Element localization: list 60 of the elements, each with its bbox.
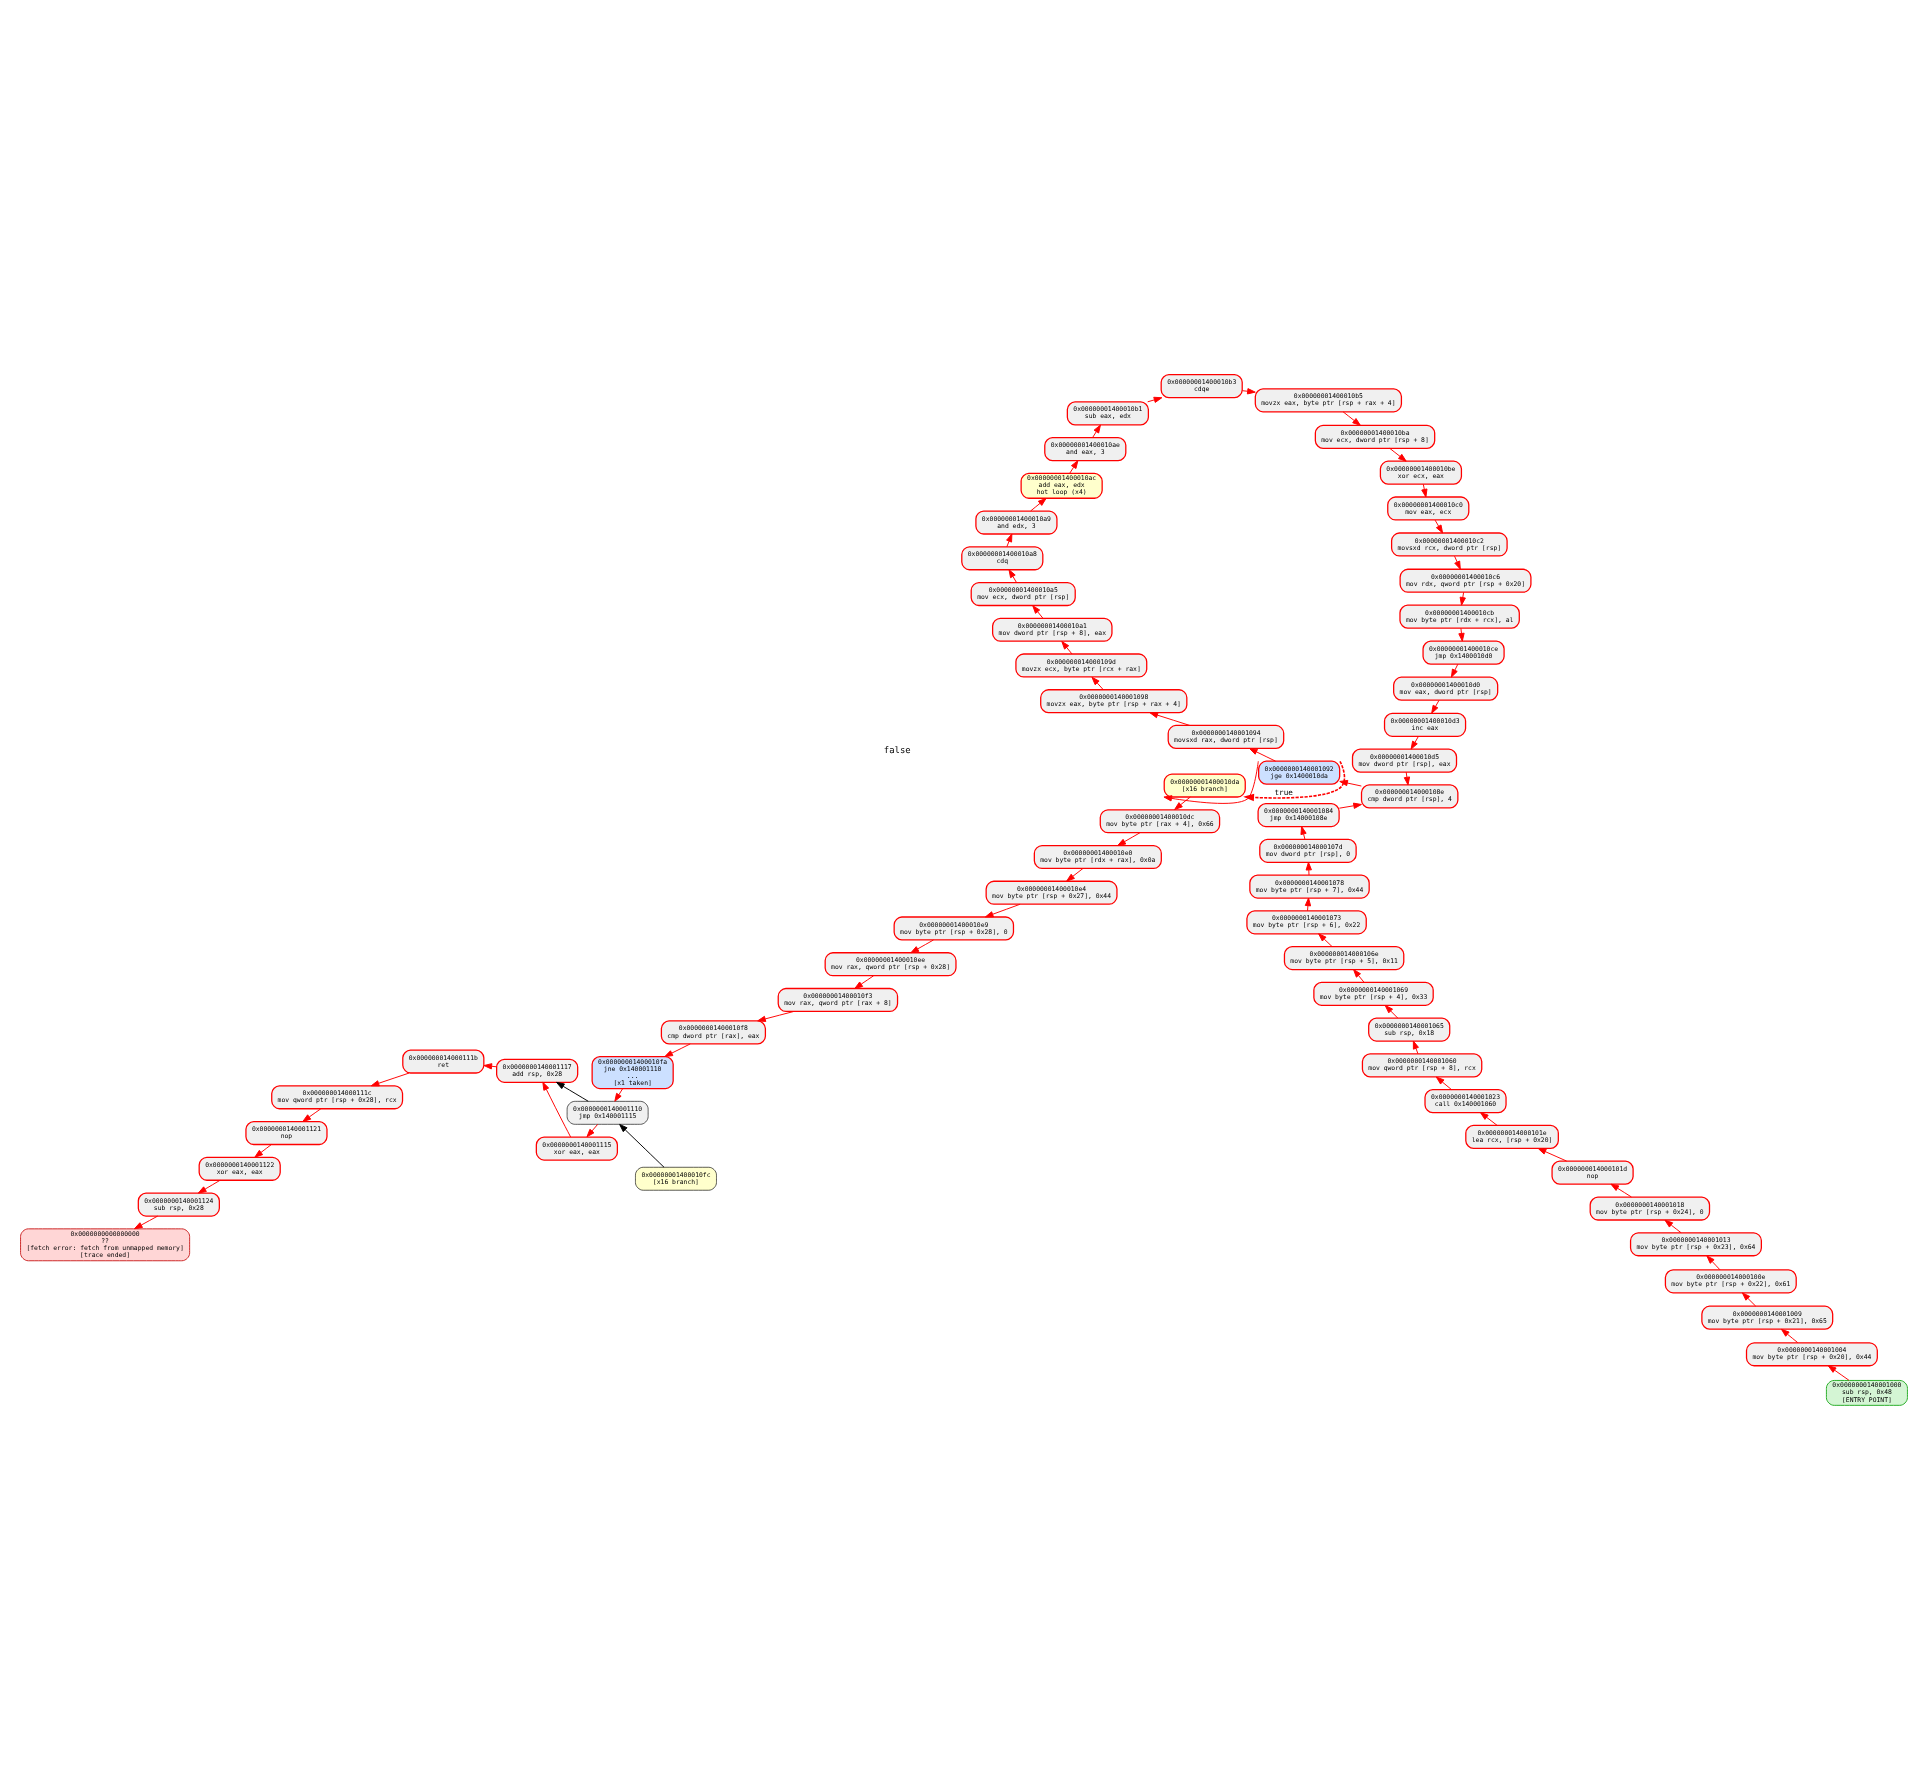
arrow bbox=[1411, 1039, 1418, 1054]
arrow bbox=[1146, 395, 1162, 402]
arrow bbox=[1317, 932, 1332, 946]
arrow bbox=[1433, 518, 1443, 533]
arrow bbox=[1826, 1364, 1849, 1380]
arrow bbox=[853, 974, 874, 988]
arrow bbox=[1420, 482, 1427, 497]
arrow bbox=[1383, 1004, 1398, 1018]
arrow bbox=[1352, 968, 1364, 982]
arrow bbox=[1453, 554, 1460, 569]
arrow bbox=[1740, 1291, 1756, 1306]
arrow bbox=[482, 1062, 497, 1069]
arrow bbox=[1060, 640, 1072, 654]
arrow bbox=[585, 1122, 598, 1137]
arrow bbox=[1609, 1182, 1631, 1197]
arrow bbox=[1409, 734, 1418, 749]
arrow bbox=[1007, 568, 1016, 582]
arrow bbox=[756, 1010, 794, 1021]
arrow bbox=[1240, 387, 1255, 394]
arrow bbox=[1663, 1218, 1681, 1233]
arrow bbox=[1434, 1075, 1451, 1090]
arrow bbox=[1116, 831, 1140, 845]
arrow bbox=[1173, 795, 1190, 809]
arrow bbox=[1065, 867, 1083, 881]
arrow bbox=[1029, 497, 1046, 511]
arrow bbox=[1299, 825, 1306, 839]
arrow bbox=[301, 1107, 321, 1121]
arrow bbox=[1449, 662, 1458, 677]
arrow bbox=[1091, 423, 1100, 438]
arrow bbox=[541, 1080, 571, 1137]
arrow bbox=[1303, 896, 1311, 911]
arrow bbox=[613, 1087, 623, 1101]
arrow bbox=[369, 1071, 409, 1086]
arrow bbox=[1005, 532, 1012, 547]
arrow bbox=[1304, 860, 1311, 875]
arrow bbox=[1402, 770, 1410, 785]
arrow bbox=[663, 1042, 690, 1057]
arrow bbox=[1430, 698, 1439, 713]
arrow bbox=[1780, 1327, 1798, 1343]
arrow bbox=[253, 1143, 271, 1157]
arrow bbox=[983, 902, 1020, 917]
arrow bbox=[555, 1080, 588, 1101]
arrow bbox=[1388, 446, 1406, 461]
arrow bbox=[1536, 1147, 1567, 1161]
arrow bbox=[1068, 459, 1078, 473]
arrow bbox=[909, 938, 933, 953]
arrow bbox=[133, 1214, 158, 1229]
arrow bbox=[618, 1122, 664, 1167]
arrow bbox=[1479, 1111, 1497, 1125]
arrow bbox=[1338, 778, 1361, 786]
arrow bbox=[1248, 746, 1276, 761]
arrow bbox=[1705, 1254, 1720, 1270]
arrow bbox=[196, 1178, 220, 1193]
arrow bbox=[1458, 590, 1465, 605]
arrow bbox=[1337, 801, 1361, 808]
arrow bbox=[1031, 604, 1043, 618]
arrow bbox=[1457, 626, 1464, 641]
arrow bbox=[1148, 711, 1190, 725]
arrow bbox=[1090, 675, 1103, 690]
arrow bbox=[1341, 410, 1360, 425]
